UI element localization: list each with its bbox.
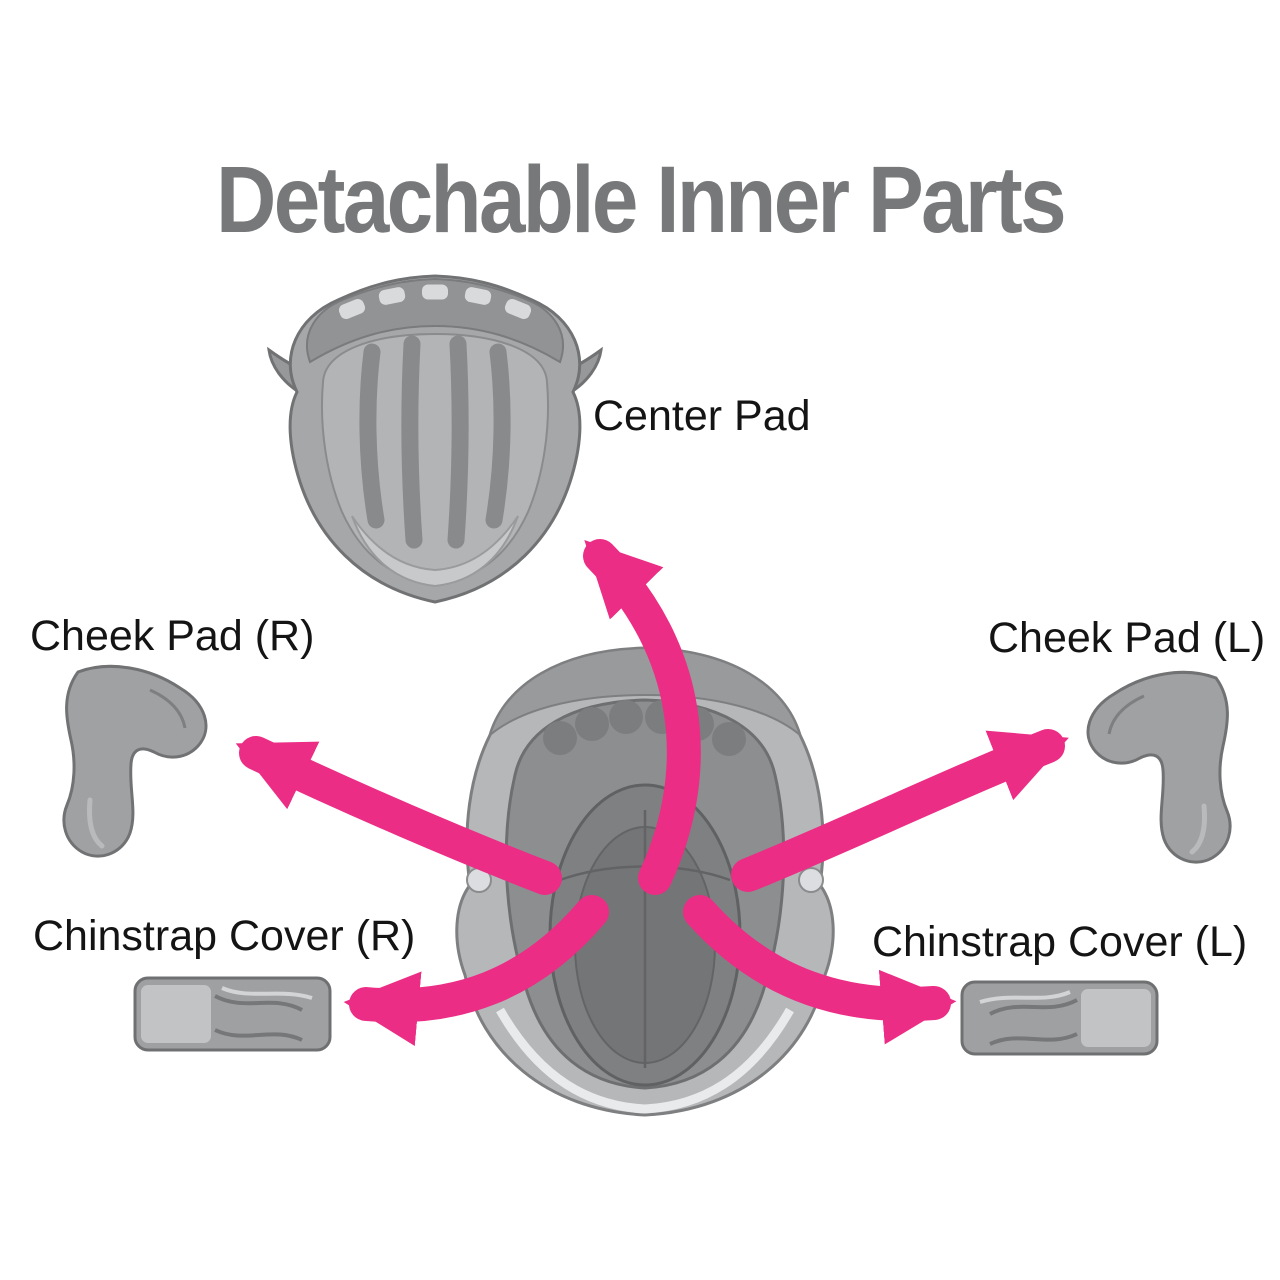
arrow-to-chinstrap-cover-r [343, 895, 609, 1046]
cheek-pad-r-illustration [62, 664, 208, 858]
chinstrap-cover-l-illustration [960, 980, 1159, 1056]
center-pad-illustration [267, 274, 603, 604]
label-chinstrap-cover-l: Chinstrap Cover (L) [872, 918, 1248, 966]
diagram-title: Detachable Inner Parts [216, 147, 1067, 253]
label-cheek-pad-l: Cheek Pad (L) [988, 614, 1266, 662]
arrow-to-chinstrap-cover-l [683, 895, 957, 1045]
cheek-pad-l-illustration [1088, 672, 1230, 862]
arrow-to-cheek-pad-l [731, 729, 1069, 892]
label-chinstrap-cover-r: Chinstrap Cover (R) [33, 912, 416, 960]
arrow-to-center-pad [583, 539, 701, 895]
chinstrap-cover-r-illustration [133, 976, 332, 1052]
label-center-pad: Center Pad [593, 392, 811, 440]
label-cheek-pad-r: Cheek Pad (R) [30, 612, 315, 660]
arrow-to-cheek-pad-r [235, 736, 562, 895]
